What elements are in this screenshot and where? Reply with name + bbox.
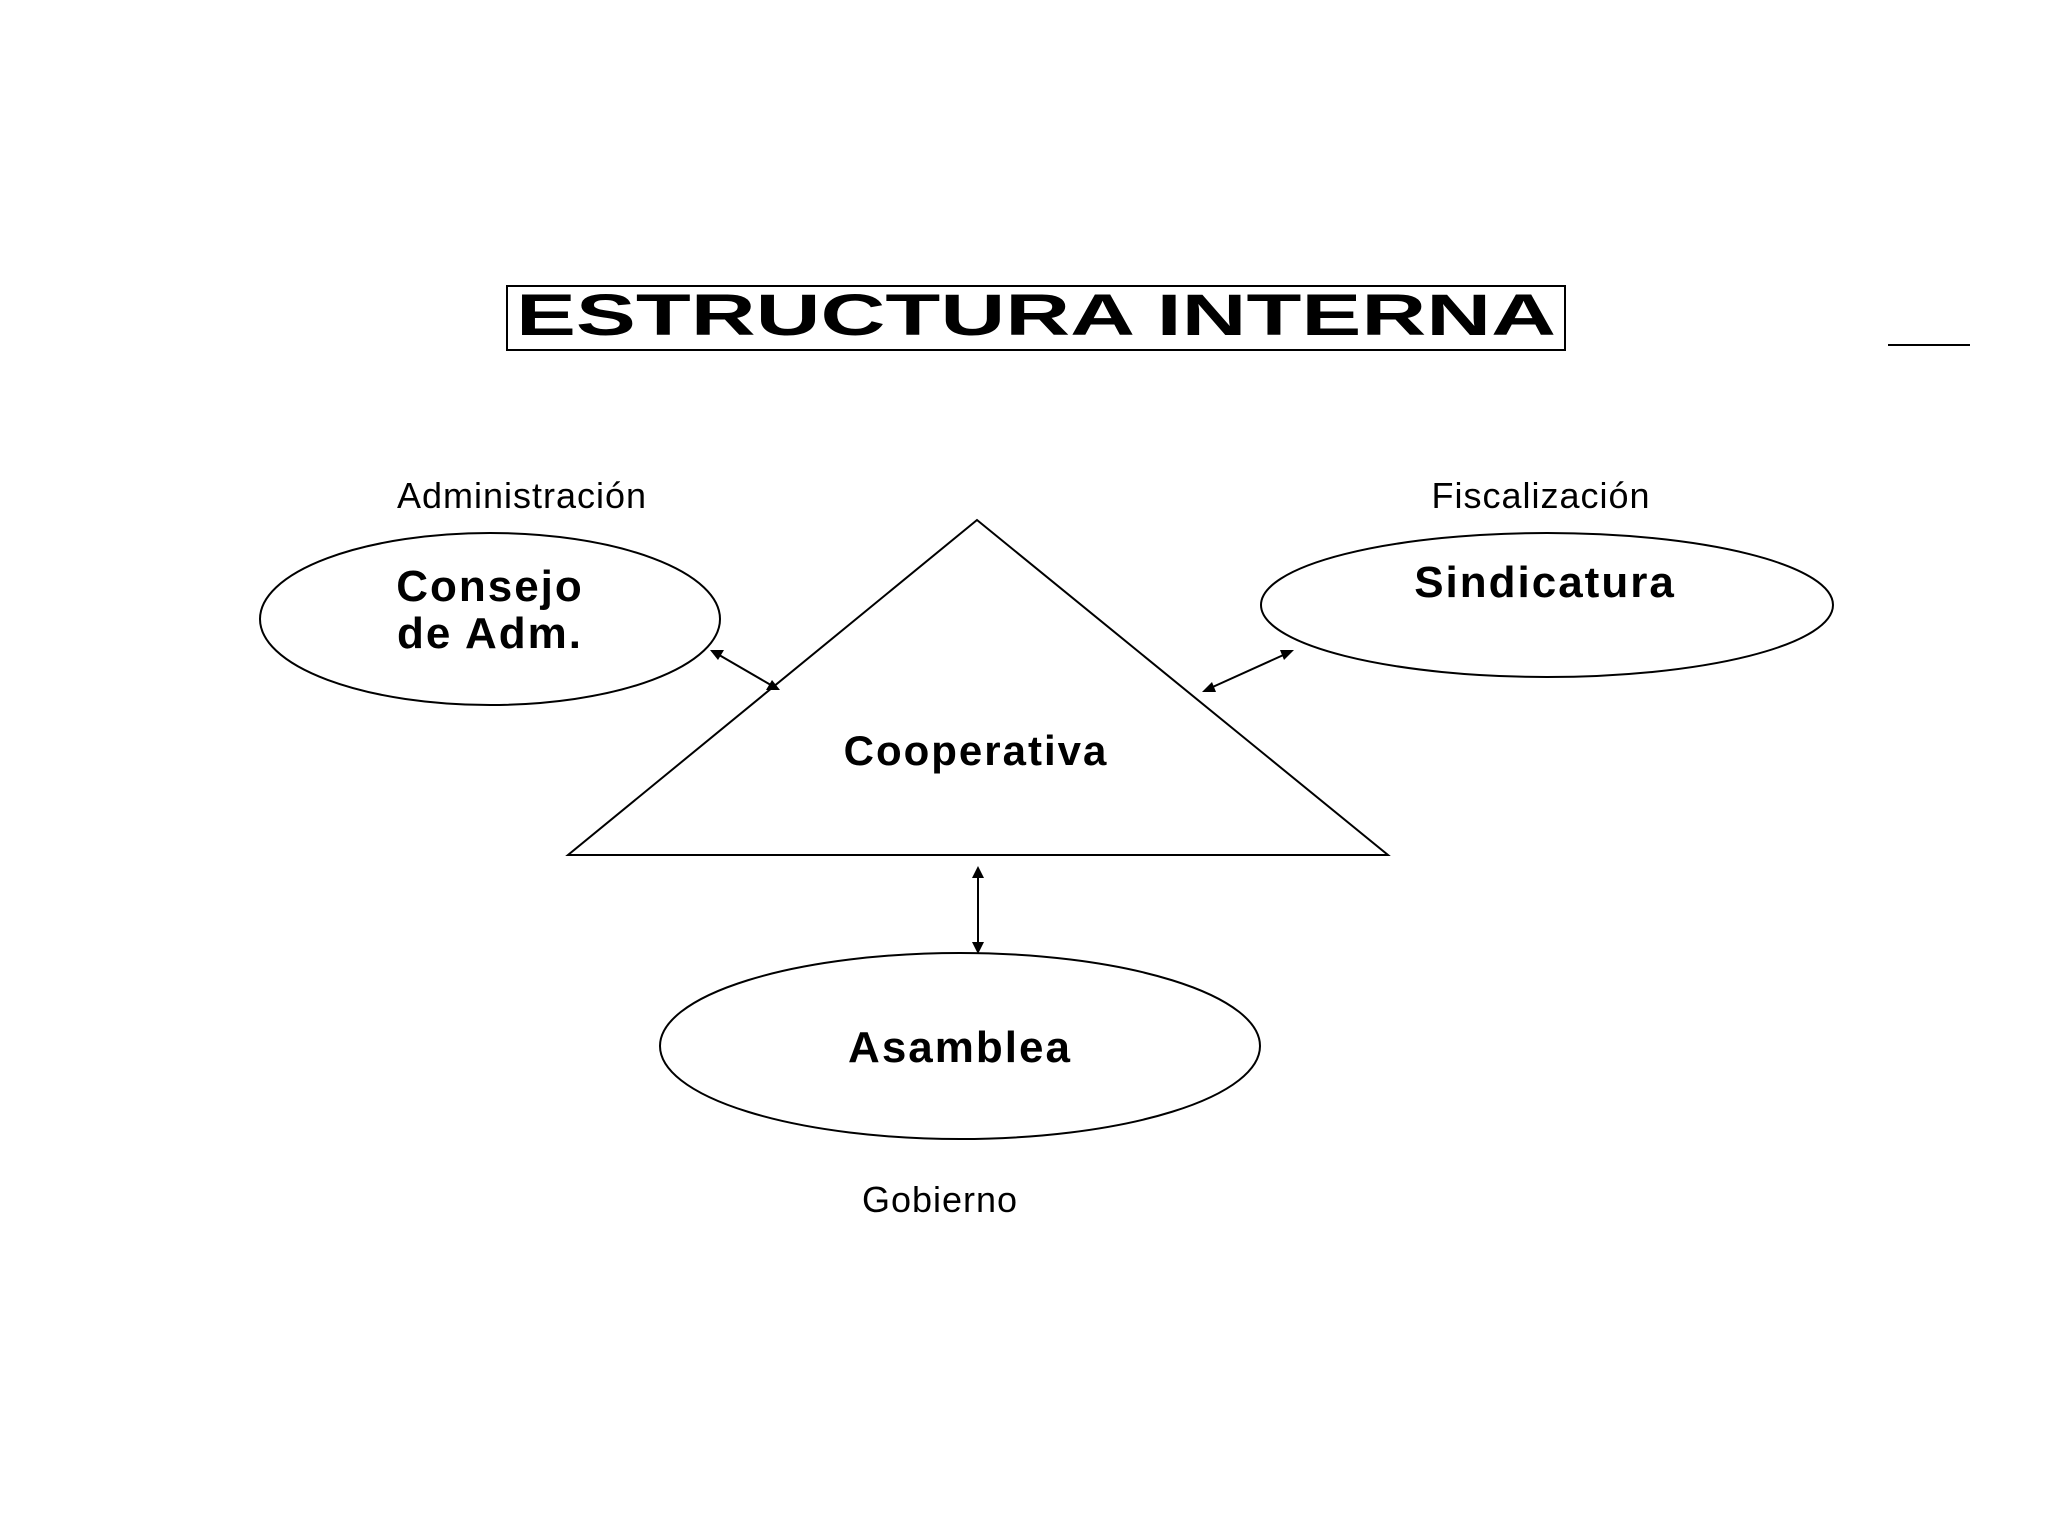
arrow-sindicatura-cooperativa [1202, 650, 1294, 692]
consejo-ellipse [259, 532, 721, 706]
title-frame [506, 285, 1566, 351]
sindicatura-ellipse [1260, 532, 1834, 678]
arrow-asamblea-cooperativa [972, 866, 984, 954]
cooperativa-triangle [565, 518, 1391, 856]
arrow-consejo-cooperativa [710, 650, 780, 690]
cooperativa-label: Cooperativa [844, 727, 1109, 774]
consejo-label-line1: Consejo [396, 562, 584, 611]
gobierno-caption: Gobierno [862, 1179, 1018, 1220]
sindicatura-label: Sindicatura [1414, 558, 1676, 607]
diagram-title: ESTRUCTURA INTERNA [516, 283, 1556, 348]
consejo-label-line2: de Adm. [397, 609, 583, 658]
administracion-caption: Administración [397, 475, 647, 516]
fiscalizacion-caption: Fiscalización [1431, 475, 1650, 516]
asamblea-label: Asamblea [848, 1023, 1072, 1072]
asamblea-ellipse [659, 952, 1261, 1140]
